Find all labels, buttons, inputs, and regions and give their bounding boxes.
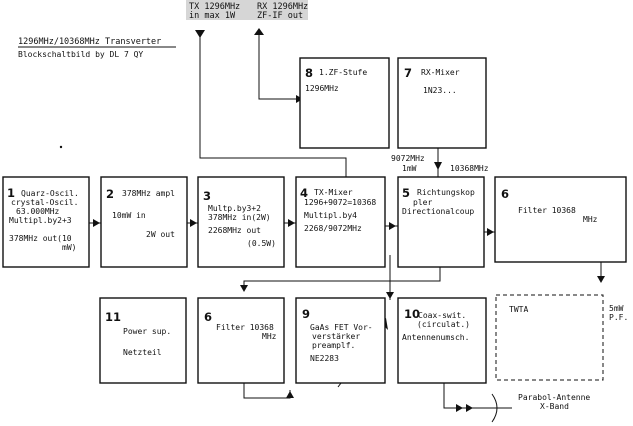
block-1-line-6: mW) — [62, 243, 76, 252]
pf-label: P.F. — [609, 313, 628, 322]
block-8-number: 8 — [305, 66, 313, 80]
diagram-title: 1296MHz/10368MHz Transverter — [18, 37, 161, 47]
rf-frequency-label: 10368MHz — [450, 164, 489, 173]
block-5-line-1: Richtungskop — [417, 188, 475, 197]
block-9-number: 9 — [302, 307, 310, 321]
block-4-line-3: Multipl.by4 — [304, 211, 357, 220]
block-8: 8 1.ZF-Stufe 1296MHz — [299, 57, 390, 149]
block-6-tx-filter: 6 Filter 10368 MHz — [494, 176, 627, 263]
block-9: 9 GaAs FET Vor- verstärker preamplf. NE2… — [295, 297, 386, 384]
block-1-line-2: crystal-Oscil. — [11, 198, 78, 207]
antenna-label-2: X-Band — [540, 402, 569, 411]
block-9-line-1: GaAs FET Vor- — [310, 323, 373, 332]
block-1-line-3: 63.000MHz — [16, 207, 60, 216]
block-10-line-1: Coax-swit. — [418, 311, 466, 320]
block-6a-number: 6 — [501, 187, 509, 201]
block-6b-number: 6 — [204, 310, 212, 324]
block-6a-line-2: MHz — [583, 215, 598, 224]
block-6b-line-1: Filter 10368 — [216, 323, 274, 332]
block-11-line-2: Netzteil — [123, 348, 162, 357]
pf-power-label: 5mW — [609, 304, 624, 313]
block-7-line-1: RX-Mixer — [421, 68, 460, 77]
block-3-line-2: 378MHz in(2W) — [208, 213, 271, 222]
block-3-line-4: (0.5W) — [247, 239, 276, 248]
block-8-line-2: 1296MHz — [305, 84, 339, 93]
block-2-line-3: 2W out — [146, 230, 175, 239]
block-7-number: 7 — [404, 66, 412, 80]
block-5-number: 5 — [402, 186, 410, 200]
block-6b-line-2: MHz — [262, 332, 277, 341]
block-11-line-1: Power sup. — [123, 327, 171, 336]
block-10-number: 10 — [404, 307, 420, 321]
block-2: 2 378MHz ampl 10mW in 2W out — [100, 176, 188, 268]
block-8-line-1: 1.ZF-Stufe — [319, 68, 367, 77]
block-1-number: 1 — [7, 186, 15, 200]
block-1-line-4: Multipl.by2+3 — [9, 216, 72, 225]
block-1-line-5: 378MHz out(10 — [9, 234, 72, 243]
block-7: 7 RX-Mixer 1N23... — [397, 57, 487, 149]
block-10: 10 Coax-swit. (circulat.) Antennenumsch. — [397, 297, 487, 384]
block-5-line-2: pler — [413, 198, 432, 207]
block-10-line-3: Antennenumsch. — [402, 333, 469, 342]
block-2-number: 2 — [106, 187, 114, 201]
block-11-number: 11 — [105, 310, 121, 324]
block-9-line-4: NE2283 — [310, 354, 339, 363]
block-4-number: 4 — [300, 186, 308, 200]
block-9-line-2: verstärker — [312, 332, 360, 341]
block-3-number: 3 — [203, 189, 211, 203]
port-header-background — [186, 0, 308, 20]
block-3-line-3: 2268MHz out — [208, 226, 261, 235]
lo-frequency-label: 9072MHz — [391, 154, 425, 163]
antenna-label-1: Parabol-Antenne — [518, 393, 590, 402]
block-2-line-1: 378MHz ampl — [122, 189, 175, 198]
block-1: 1 Quarz-Oscil. crystal-Oscil. 63.000MHz … — [2, 176, 90, 268]
block-3-line-1: Multp.by3+2 — [208, 204, 261, 213]
block-11: 11 Power sup. Netzteil — [99, 297, 187, 384]
lo-power-label: 1mW — [402, 164, 417, 173]
rx-port-label-1: RX 1296MHz — [257, 2, 308, 12]
tx-port-label-1: TX 1296MHz — [189, 2, 240, 12]
block-9-line-3: preamplf. — [312, 341, 355, 350]
block-twta: TWTA — [495, 294, 604, 381]
block-2-line-2: 10mW in — [112, 211, 146, 220]
block-4-line-1: TX-Mixer — [314, 188, 353, 197]
ink-dot — [59, 145, 63, 149]
diagram-subtitle: Blockschaltbild by DL 7 QY — [18, 50, 143, 59]
block-1-line-1: Quarz-Oscil. — [21, 189, 79, 198]
block-4: 4 TX-Mixer 1296+9072=10368 Multipl.by4 2… — [295, 176, 386, 268]
twta-label: TWTA — [509, 305, 528, 314]
block-4-line-2: 1296+9072=10368 — [304, 198, 376, 207]
block-5: 5 Richtungskop pler Directionalcoup — [397, 176, 485, 268]
block-6a-line-1: Filter 10368 — [518, 206, 576, 215]
block-5-line-3: Directionalcoup — [402, 207, 474, 216]
block-3: 3 Multp.by3+2 378MHz in(2W) 2268MHz out … — [197, 176, 285, 268]
block-6-rx-filter: 6 Filter 10368 MHz — [197, 297, 285, 384]
parabolic-antenna-icon — [490, 393, 512, 423]
block-4-line-4: 2268/9072MHz — [304, 224, 362, 233]
block-7-line-2: 1N23... — [423, 86, 457, 95]
tx-port-label-2: in max 1W — [189, 11, 236, 21]
rx-port-label-2: ZF-IF out — [257, 11, 303, 21]
block-10-line-2: (circulat.) — [417, 320, 470, 329]
